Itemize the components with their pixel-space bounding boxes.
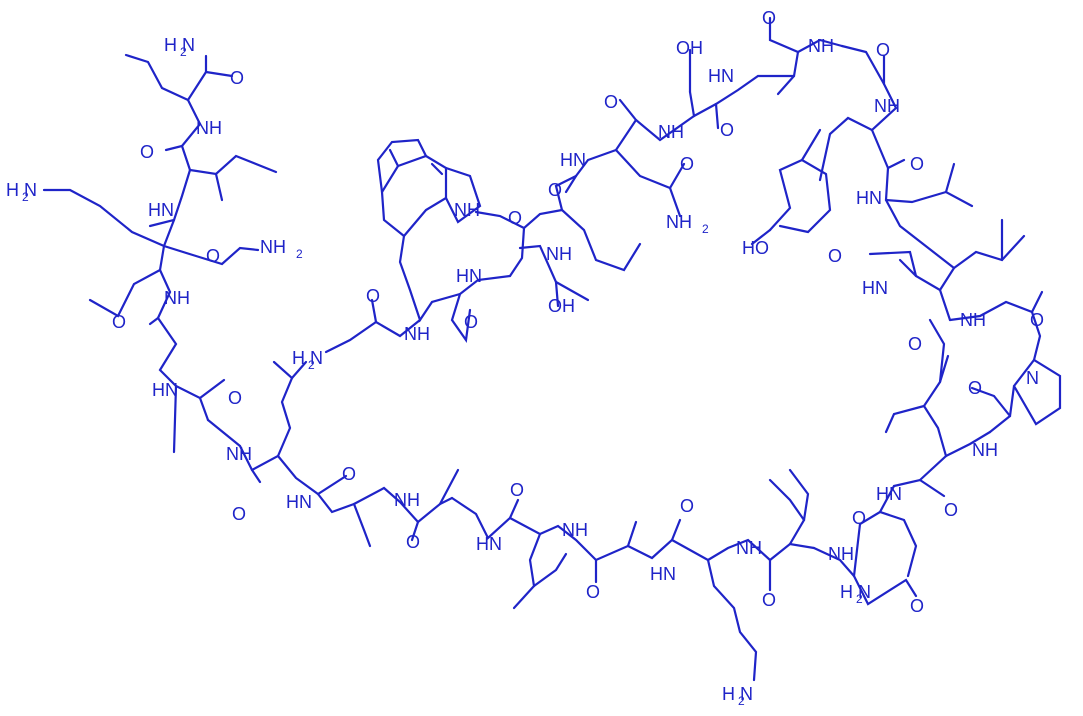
label-nh: NH bbox=[196, 118, 222, 138]
label-nh2-lys: NH bbox=[260, 237, 286, 257]
label-o: O bbox=[604, 92, 618, 112]
label-o: O bbox=[828, 246, 842, 266]
atom-labels: H N O NH O H N HN NH O NH O H N HN O N H … bbox=[6, 8, 1044, 704]
label-n: N bbox=[1026, 368, 1039, 388]
label-h2n-asn-bottom: H N bbox=[840, 582, 871, 602]
label-nh: NH bbox=[394, 490, 420, 510]
label-oh-thr: OH bbox=[548, 296, 575, 316]
label-hn: HN bbox=[456, 266, 482, 286]
svg-text:2: 2 bbox=[180, 45, 187, 59]
label-o: O bbox=[548, 180, 562, 200]
label-o: O bbox=[910, 154, 924, 174]
label-ho-tyr: HO bbox=[742, 238, 769, 258]
label-o: O bbox=[508, 208, 522, 228]
label-h2n-left: H N bbox=[6, 180, 37, 200]
label-o: O bbox=[910, 596, 924, 616]
label-hn: HN bbox=[476, 534, 502, 554]
label-o: O bbox=[140, 142, 154, 162]
label-o: O bbox=[908, 334, 922, 354]
label-nh: NH bbox=[972, 440, 998, 460]
label-o: O bbox=[464, 312, 478, 332]
label-o: O bbox=[112, 312, 126, 332]
bond-lines bbox=[42, 16, 1062, 682]
label-hn: HN bbox=[856, 188, 882, 208]
label-h2n-gly: H N bbox=[292, 348, 323, 368]
label-o: O bbox=[228, 388, 242, 408]
label-o: O bbox=[852, 508, 866, 528]
label-hn: HN bbox=[286, 492, 312, 512]
label-nh: NH bbox=[226, 444, 252, 464]
label-nh: NH bbox=[404, 324, 430, 344]
label-oh-ser: OH bbox=[676, 38, 703, 58]
svg-text:2: 2 bbox=[738, 694, 745, 708]
label-o: O bbox=[762, 8, 776, 28]
label-hn: HN bbox=[560, 150, 586, 170]
svg-text:2: 2 bbox=[308, 358, 315, 372]
svg-text:2: 2 bbox=[856, 592, 863, 606]
label-nh: NH bbox=[960, 310, 986, 330]
label-o: O bbox=[366, 286, 380, 306]
svg-text:2: 2 bbox=[22, 190, 29, 204]
label-o: O bbox=[762, 590, 776, 610]
label-nh: NH bbox=[658, 122, 684, 142]
label-nh: NH bbox=[546, 244, 572, 264]
label-nh: NH bbox=[562, 520, 588, 540]
label-o: O bbox=[232, 504, 246, 524]
label-nh2-asn-top: NH bbox=[666, 212, 692, 232]
label-hn: HN bbox=[708, 66, 734, 86]
label-o: O bbox=[586, 582, 600, 602]
label-o: O bbox=[510, 480, 524, 500]
label-nh: NH bbox=[874, 96, 900, 116]
label-o: O bbox=[342, 464, 356, 484]
label-nh: NH bbox=[736, 538, 762, 558]
label-hn: HN bbox=[152, 380, 178, 400]
label-hn: HN bbox=[862, 278, 888, 298]
subscripts: 2 2 2 2 2 2 2 bbox=[22, 45, 863, 708]
label-nh: NH bbox=[164, 288, 190, 308]
label-nh: NH bbox=[828, 544, 854, 564]
label-hn: HN bbox=[148, 200, 174, 220]
label-nh: NH bbox=[808, 36, 834, 56]
label-o: O bbox=[720, 120, 734, 140]
svg-text:2: 2 bbox=[702, 222, 709, 236]
svg-text:2: 2 bbox=[296, 247, 303, 261]
label-hn: HN bbox=[650, 564, 676, 584]
label-h2n-top: H N bbox=[164, 35, 195, 55]
indole-ring-icon bbox=[388, 148, 444, 176]
label-o: O bbox=[680, 154, 694, 174]
label-o: O bbox=[968, 378, 982, 398]
label-nh: NH bbox=[454, 200, 480, 220]
label-h2n-bottom: H N bbox=[722, 684, 753, 704]
label-o: O bbox=[1030, 310, 1044, 330]
label-o: O bbox=[876, 40, 890, 60]
label-o: O bbox=[206, 246, 220, 266]
label-o: O bbox=[680, 496, 694, 516]
label-o: O bbox=[944, 500, 958, 520]
label-o: O bbox=[230, 68, 244, 88]
label-hn: HN bbox=[876, 484, 902, 504]
label-o: O bbox=[406, 532, 420, 552]
